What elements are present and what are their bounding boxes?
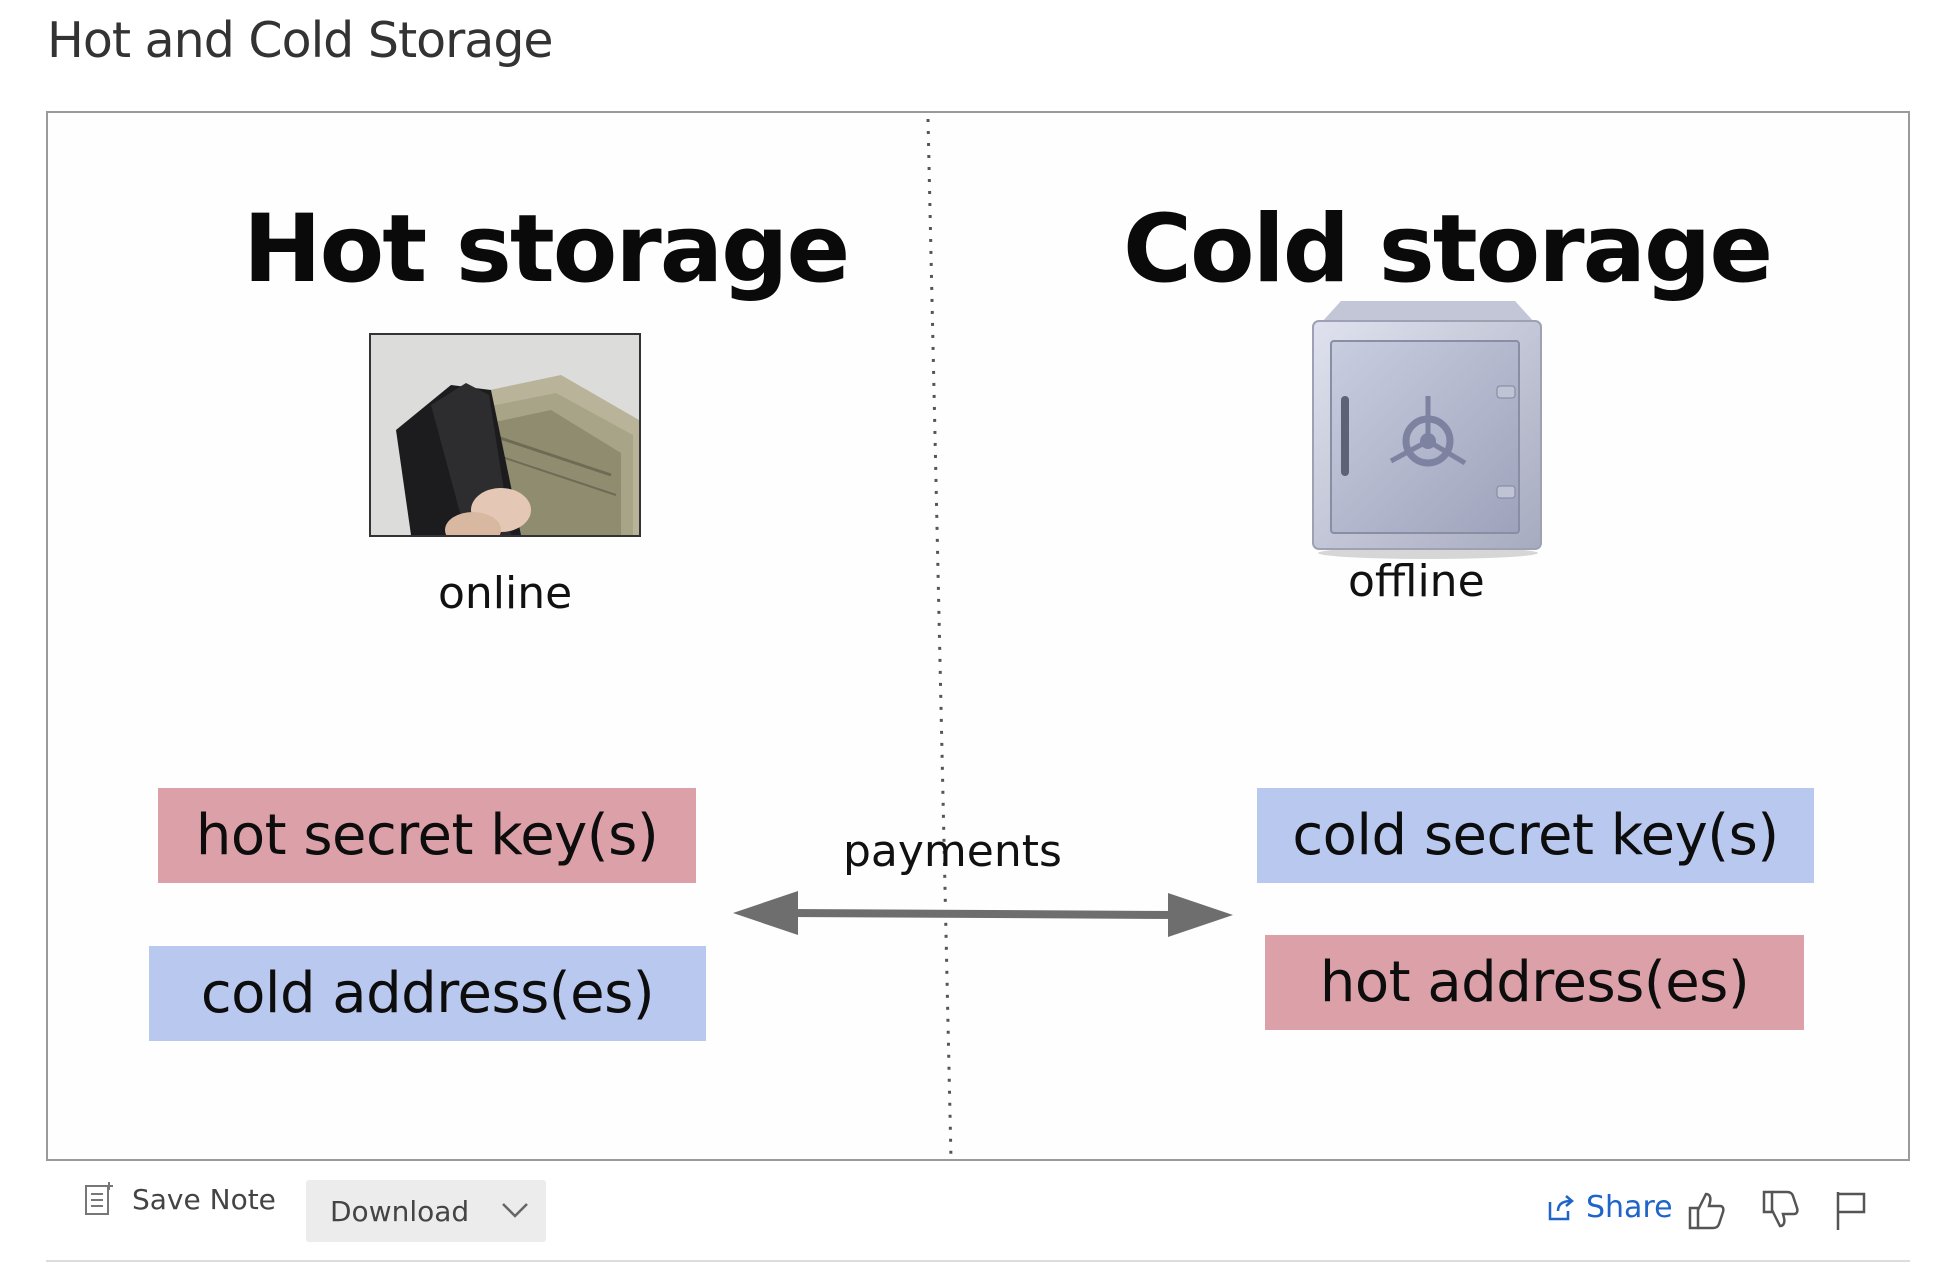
share-button[interactable]: Share <box>1546 1190 1673 1225</box>
flag-icon <box>1836 1192 1866 1230</box>
page-title: Hot and Cold Storage <box>47 12 554 69</box>
like-button[interactable] <box>1682 1186 1730 1234</box>
safe-icon <box>1303 291 1553 561</box>
thumbs-down-icon <box>1762 1190 1799 1228</box>
hot-secret-keys-box: hot secret key(s) <box>158 788 696 883</box>
cold-storage-heading: Cold storage <box>1123 195 1773 304</box>
lecture-slide: Hot storage Cold storage <box>46 111 1910 1161</box>
online-caption: online <box>438 568 573 619</box>
download-dropdown[interactable]: Download <box>306 1180 546 1242</box>
hot-addresses-box: hot address(es) <box>1265 935 1804 1030</box>
thumbs-up-icon <box>1688 1192 1725 1230</box>
wallet-image <box>369 333 641 537</box>
cold-addresses-box: cold address(es) <box>149 946 706 1041</box>
share-icon <box>1548 1194 1574 1220</box>
lecture-toolbar: Save Note Download Share <box>46 1168 1910 1262</box>
share-label: Share <box>1586 1190 1673 1225</box>
download-label: Download <box>330 1194 470 1228</box>
payments-label: payments <box>843 826 1062 877</box>
cold-secret-keys-box: cold secret key(s) <box>1257 788 1814 883</box>
flag-button[interactable] <box>1828 1186 1876 1234</box>
offline-caption: offline <box>1348 556 1485 607</box>
dislike-button[interactable] <box>1756 1186 1804 1234</box>
note-icon <box>85 1182 113 1215</box>
hot-storage-heading: Hot storage <box>243 195 850 304</box>
save-note-label: Save Note <box>132 1182 276 1216</box>
chevron-down-icon <box>502 1203 528 1218</box>
save-note-button[interactable]: Save Note <box>84 1182 276 1216</box>
payments-arrow <box>733 891 1233 937</box>
slide-divider <box>926 118 953 1159</box>
